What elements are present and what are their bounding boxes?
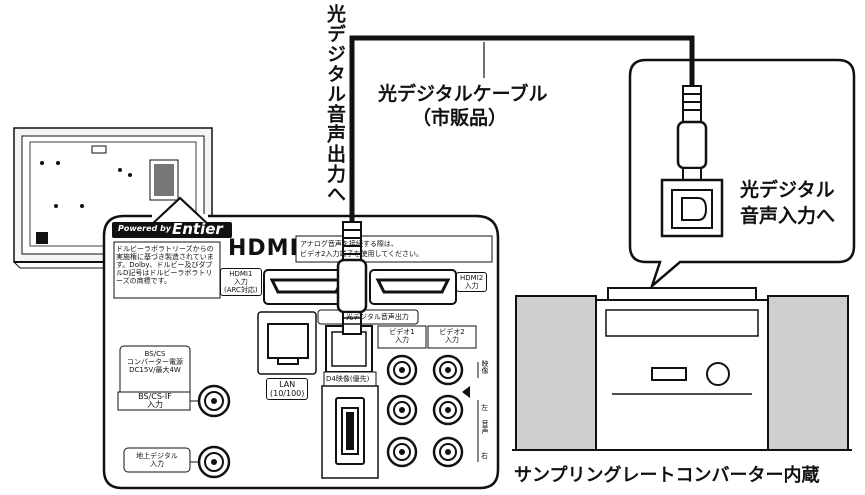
analog-note-2: ビデオ2入力端子を使用してください。: [300, 250, 424, 258]
bs-power-label: BS/CS コンバーター電源 DC15V/最大4W: [127, 350, 183, 374]
label-optical-output-to: 光デジタル音声出力へ: [324, 4, 346, 204]
rca-jacks: [386, 354, 464, 468]
audio-device: [512, 287, 852, 451]
hdmi-logo: HDMI: [228, 236, 299, 261]
device-input-callout: [628, 58, 856, 290]
label-cable-name: 光デジタルケーブル: [378, 83, 548, 105]
side-video-label: 映像: [481, 360, 489, 374]
video1-label: ビデオ1 入力: [389, 328, 415, 344]
d4-label: D4映像(優先): [326, 375, 370, 383]
terrestrial-label: 地上デジタル 入力: [136, 452, 178, 468]
connector-panel: [102, 196, 500, 490]
hdmi1-label: HDMI1 入力 (ARC対応): [220, 268, 262, 296]
bs-if-label: BS/CS-IF 入力: [138, 392, 172, 409]
brand-logo: Entier: [172, 220, 223, 238]
lan-label: LAN (10/100): [266, 378, 309, 400]
label-device-input-1: 光デジタル: [740, 179, 835, 201]
hdmi2-label: HDMI2 入力: [456, 272, 488, 292]
label-device-caption: サンプリングレートコンバーター内蔵: [514, 465, 820, 486]
side-audio-label: 音声: [481, 420, 489, 434]
label-device-input-2: 音声入力へ: [740, 205, 836, 227]
label-cable-note: （市販品）: [412, 107, 508, 129]
powered-by-text: Powered by: [118, 224, 171, 233]
analog-note-1: アナログ音声を接続する際は、: [300, 240, 398, 248]
video2-label: ビデオ2 入力: [439, 328, 465, 344]
optical-out-label: 光デジタル音声出力: [346, 313, 409, 321]
dolby-note: ドルビーラボラトリーズからの実施権に基づき製造されています。Dolby、ドルビー…: [116, 245, 214, 285]
side-right-label: 右: [481, 452, 488, 460]
side-left-label: 左: [481, 404, 488, 412]
